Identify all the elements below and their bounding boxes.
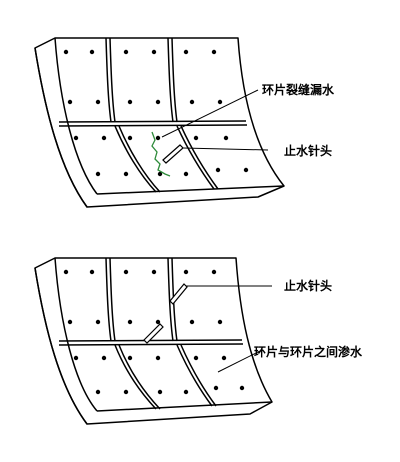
bottom-leaders xyxy=(186,285,272,373)
bottom-bolts xyxy=(63,269,245,395)
top-needle-icon xyxy=(162,144,184,164)
bottom-horizontal-joint xyxy=(58,339,243,342)
top-slab-inner-left xyxy=(54,37,98,195)
top-joint-d2 xyxy=(180,125,219,190)
top-joint-c1 xyxy=(114,125,157,193)
bottom-joint-a1 xyxy=(105,257,112,342)
bottom-slab-front-edge xyxy=(34,267,88,425)
top-panel xyxy=(34,37,285,208)
top-needle-leader xyxy=(182,147,269,151)
top-joint-c2 xyxy=(118,125,161,193)
top-joint-a1 xyxy=(105,37,112,123)
seepage-label: 环片与环片之间渗水 xyxy=(254,344,363,359)
bottom-needle-upper-icon xyxy=(169,283,188,305)
top-slab-bottom-inner xyxy=(96,185,285,195)
top-joint-d1 xyxy=(176,125,215,190)
top-joint-a2 xyxy=(109,37,116,123)
crack-leader xyxy=(161,89,259,138)
seepage-leader xyxy=(217,349,263,373)
bottom-joint-c2 xyxy=(118,344,161,410)
bottom-joint-d1 xyxy=(176,344,213,407)
top-joint-b1 xyxy=(167,37,174,123)
bottom-horizontal-joint-2 xyxy=(58,343,244,346)
bottom-needle-label: 止水针头 xyxy=(284,278,332,293)
bottom-needle-icons xyxy=(143,283,188,344)
crack-line xyxy=(151,131,171,177)
bottom-slab-inner-left xyxy=(54,257,98,412)
bottom-joint-b1 xyxy=(167,257,174,342)
top-joint-b2 xyxy=(171,37,178,123)
bottom-slab-bottom-inner xyxy=(96,401,273,412)
top-slab-front-edge xyxy=(34,47,88,208)
crack-label: 环片裂缝漏水 xyxy=(262,82,335,97)
top-needle-label: 止水针头 xyxy=(284,143,332,158)
bottom-joint-d2 xyxy=(180,344,217,407)
top-bolts xyxy=(63,49,249,177)
bottom-joint-a2 xyxy=(109,257,116,342)
bottom-panel xyxy=(34,257,273,425)
top-leaders xyxy=(161,89,269,151)
bottom-joint-c1 xyxy=(114,344,157,410)
bottom-needle-lower-icon xyxy=(143,323,164,344)
top-horizontal-joint-2 xyxy=(58,124,248,127)
top-horizontal-joint xyxy=(58,120,247,123)
